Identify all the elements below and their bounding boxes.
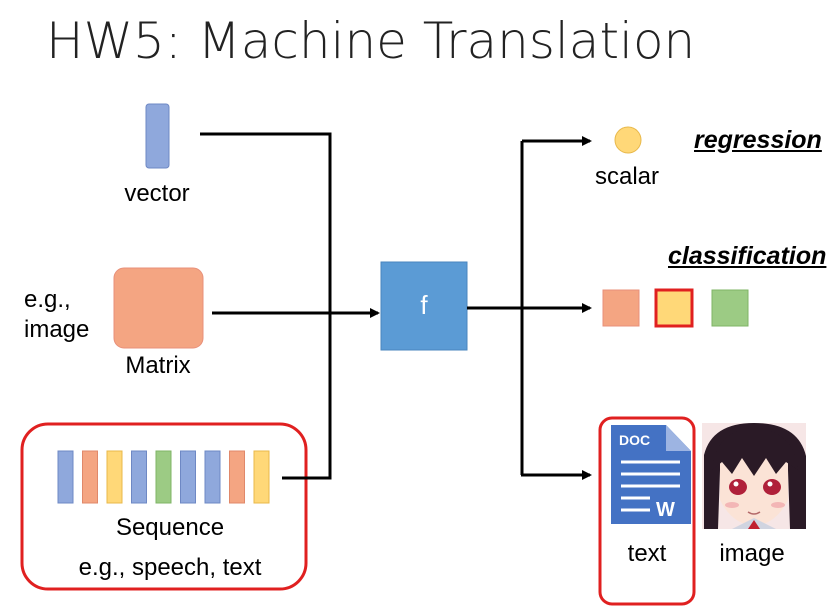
- doc-badge-text: DOC: [619, 432, 650, 448]
- image-output-label: image: [719, 540, 785, 567]
- matrix-block: [113, 267, 204, 349]
- sequence-examples: e.g., speech, text: [78, 554, 262, 581]
- page-title: HW5: Machine Translation: [46, 12, 696, 70]
- sequence-block-orange: [82, 450, 98, 504]
- matrix-label: Matrix: [125, 352, 191, 379]
- document-icon: DOC W: [611, 425, 691, 524]
- text-output-label: text: [627, 540, 667, 567]
- function-box: [380, 261, 468, 351]
- vector-label: vector: [124, 180, 190, 207]
- vector-connector: [200, 132, 332, 313]
- class-box-yellow-selected: [654, 288, 694, 328]
- scalar-dot: [614, 126, 642, 154]
- matrix-example-line1: e.g.,: [24, 286, 71, 313]
- sequence-block-blue: [131, 450, 147, 504]
- sequence-block-blue: [204, 450, 221, 504]
- scalar-label: scalar: [594, 163, 660, 190]
- class-box-orange: [602, 289, 640, 327]
- function-label: f: [420, 290, 428, 320]
- sequence-block-blue: [57, 450, 74, 504]
- vector-block: [145, 103, 170, 169]
- regression-label: regression: [694, 126, 822, 154]
- matrix-example-line2: image: [24, 316, 90, 343]
- sequence-connector: [282, 313, 332, 480]
- sequence-block-orange: [229, 450, 245, 504]
- anime-face-image: [702, 423, 806, 529]
- sequence-blocks: [57, 450, 270, 504]
- sequence-block-green: [155, 450, 172, 504]
- sequence-label: Sequence: [115, 514, 225, 541]
- sequence-highlight-frame: [20, 422, 308, 591]
- sequence-block-blue: [180, 450, 196, 504]
- text-highlight-frame: [598, 416, 696, 606]
- classification-label: classification: [668, 242, 827, 270]
- sequence-block-yellow: [106, 450, 123, 504]
- class-box-green: [711, 289, 749, 327]
- sequence-block-yellow: [253, 450, 270, 504]
- doc-w-letter: W: [656, 499, 675, 521]
